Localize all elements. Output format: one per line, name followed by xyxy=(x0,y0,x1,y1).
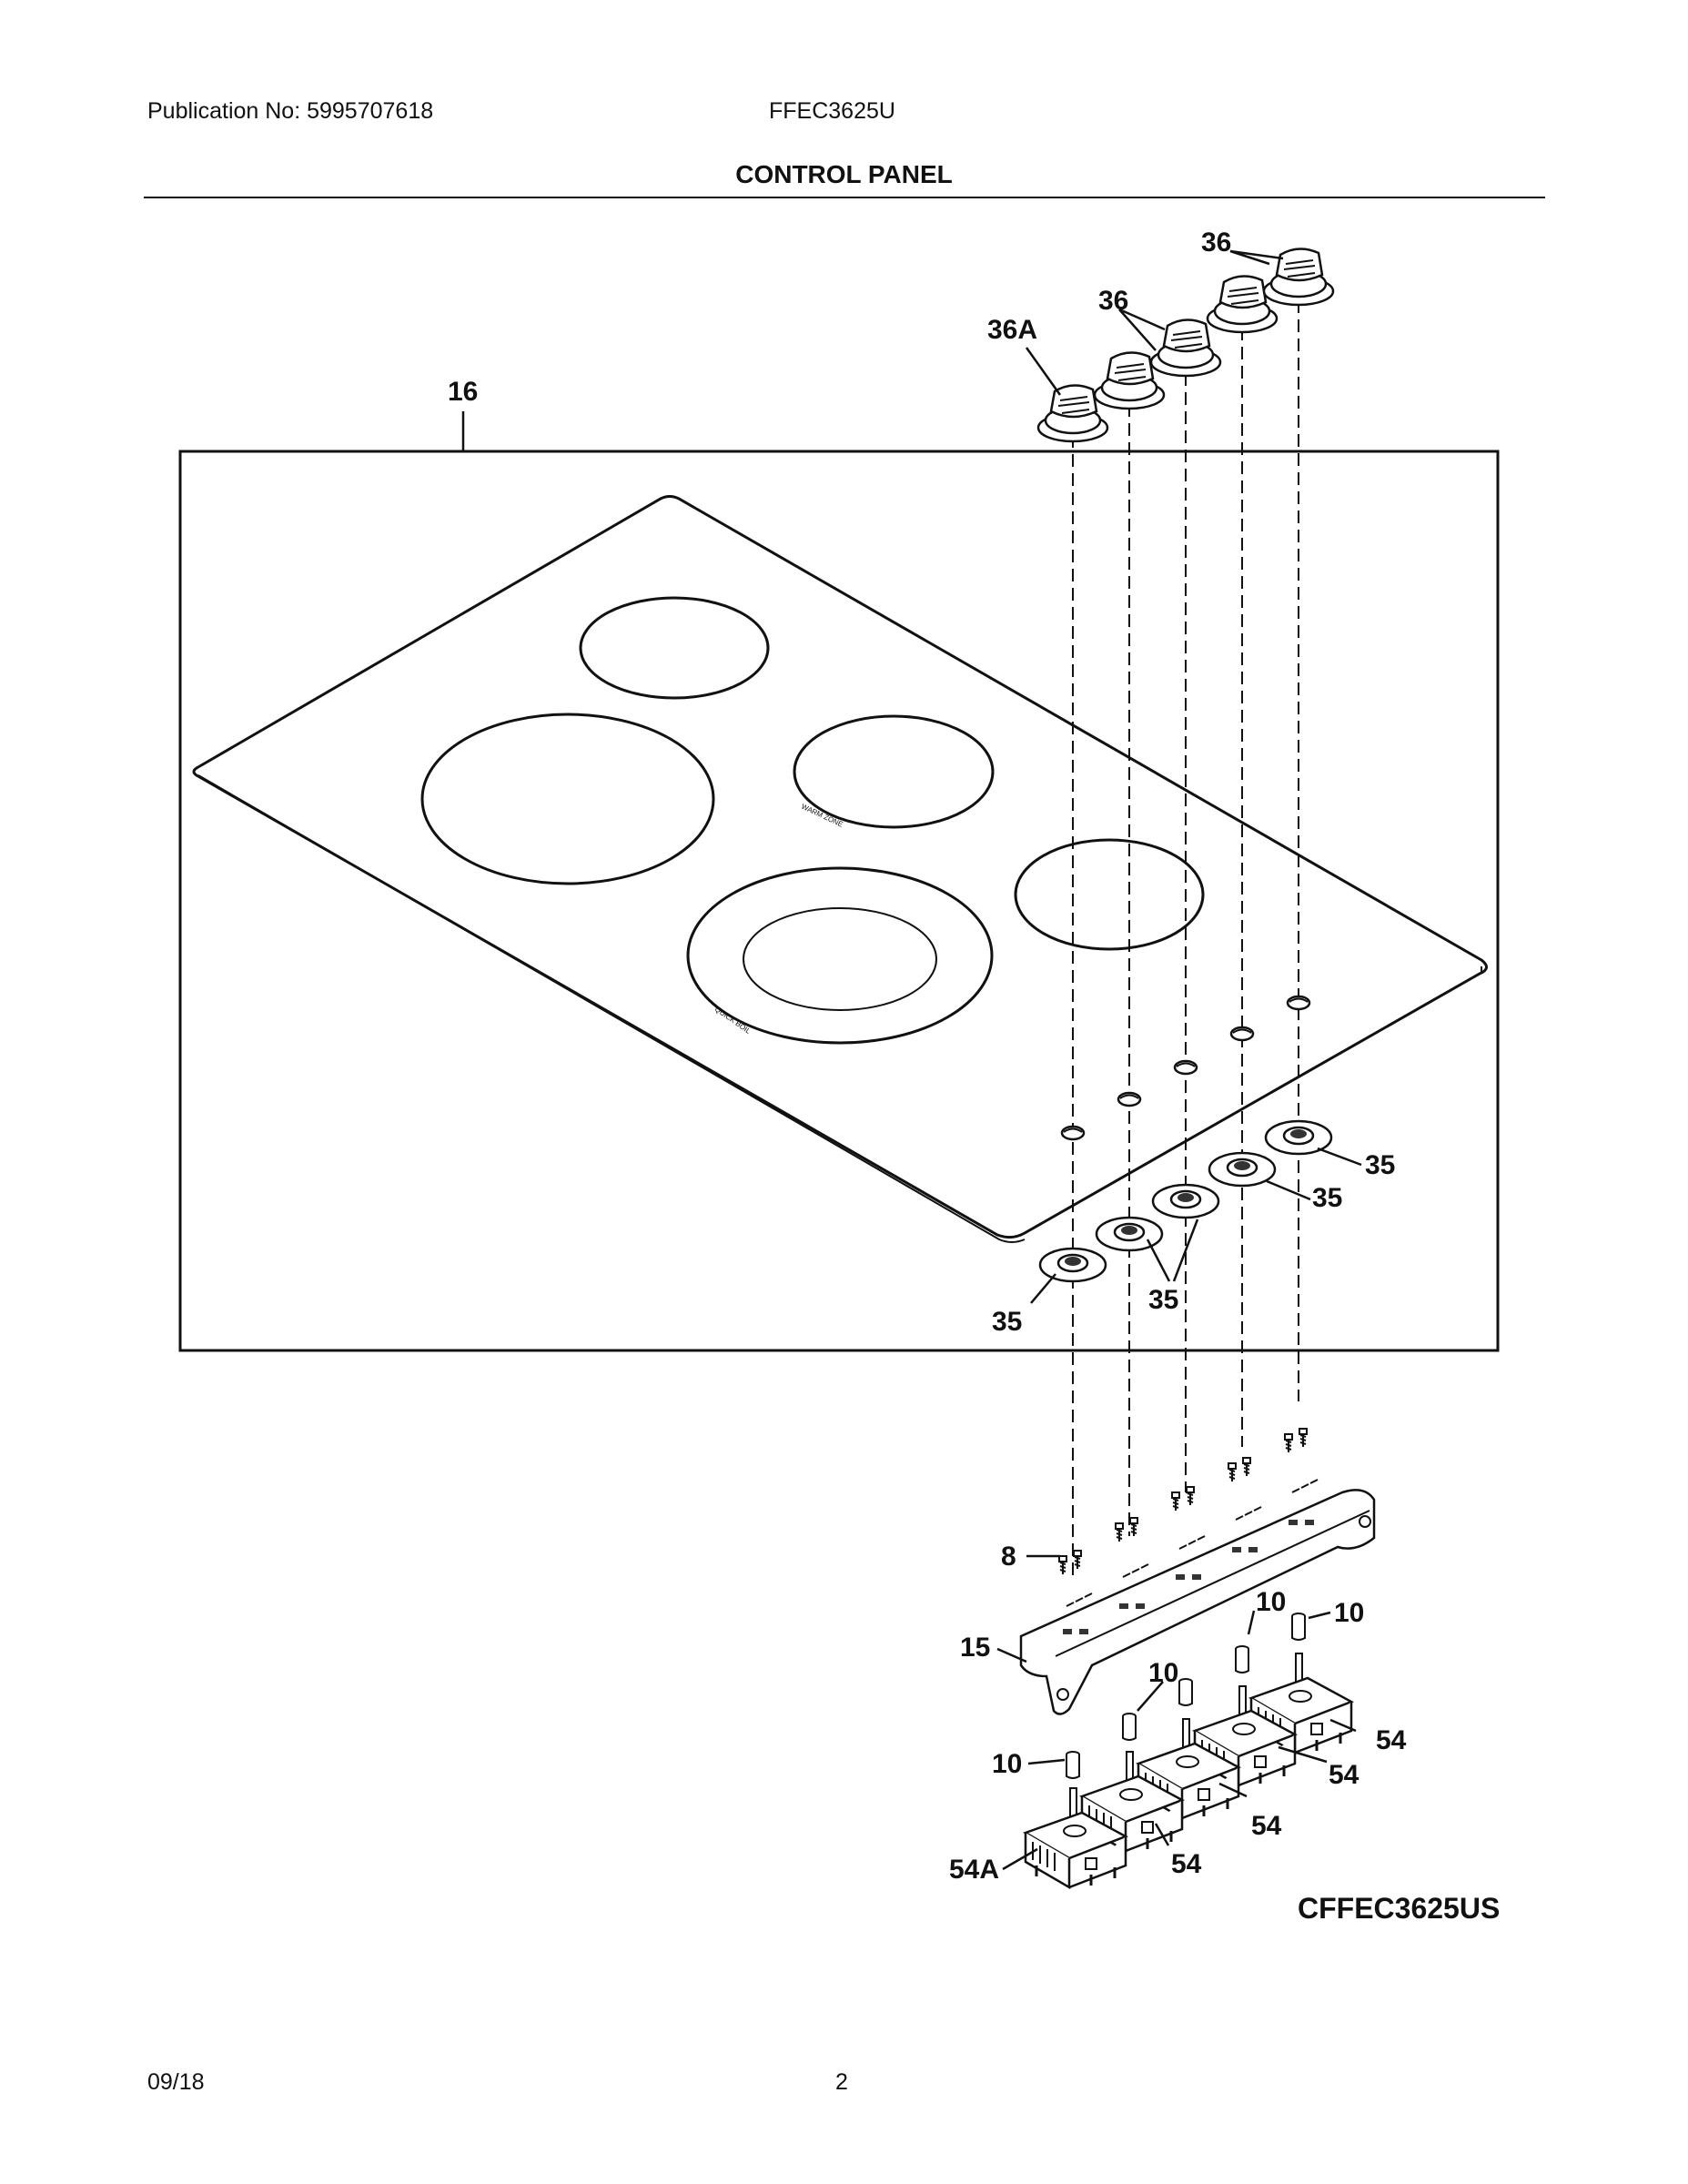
page-title: CONTROL PANEL xyxy=(735,160,953,188)
callout-36a: 36A xyxy=(987,315,1037,345)
callout-16: 16 xyxy=(448,377,478,407)
callout-54a: 54A xyxy=(949,1855,999,1885)
callout-10-right-b: 10 xyxy=(1334,1598,1364,1628)
burner-quick-boil-inner xyxy=(743,907,937,1011)
cooktop-frame xyxy=(178,450,1500,1352)
callout-54-center: 54 xyxy=(1171,1849,1202,1879)
callout-54-right-3: 54 xyxy=(1251,1811,1282,1841)
callout-36-mid: 36 xyxy=(1098,286,1128,316)
callout-15: 15 xyxy=(960,1633,990,1663)
footer-date: 09/18 xyxy=(147,2069,205,2095)
title-rule xyxy=(144,197,1545,198)
page-number: 2 xyxy=(835,2069,848,2095)
model-code: CFFEC3625US xyxy=(1298,1892,1500,1925)
callout-10-left: 10 xyxy=(992,1749,1022,1779)
callout-leaders xyxy=(996,249,1362,1871)
burner-warm-zone xyxy=(793,714,995,829)
callout-35-center: 35 xyxy=(1148,1285,1178,1315)
callout-10-right-a: 10 xyxy=(1256,1587,1286,1617)
callout-35-right-top: 35 xyxy=(1365,1150,1395,1180)
mounting-bracket xyxy=(1019,1479,1376,1715)
model-number: FFEC3625U xyxy=(769,98,895,124)
burner-right xyxy=(1014,838,1205,951)
publication-number: Publication No: 5995707618 xyxy=(147,98,434,124)
burner-front-left xyxy=(420,713,715,885)
callout-54-right-1: 54 xyxy=(1376,1725,1407,1755)
callout-35-right-mid: 35 xyxy=(1312,1183,1342,1213)
callout-8: 8 xyxy=(1001,1542,1016,1572)
callout-35-left: 35 xyxy=(992,1307,1022,1337)
assembly-lines xyxy=(1072,300,1299,1580)
callout-10-mid: 10 xyxy=(1148,1658,1178,1688)
callout-54-right-2: 54 xyxy=(1329,1760,1359,1790)
callout-36-right: 36 xyxy=(1201,228,1231,258)
burner-rear-left xyxy=(579,596,770,700)
burner-quick-boil-outer xyxy=(686,866,994,1045)
